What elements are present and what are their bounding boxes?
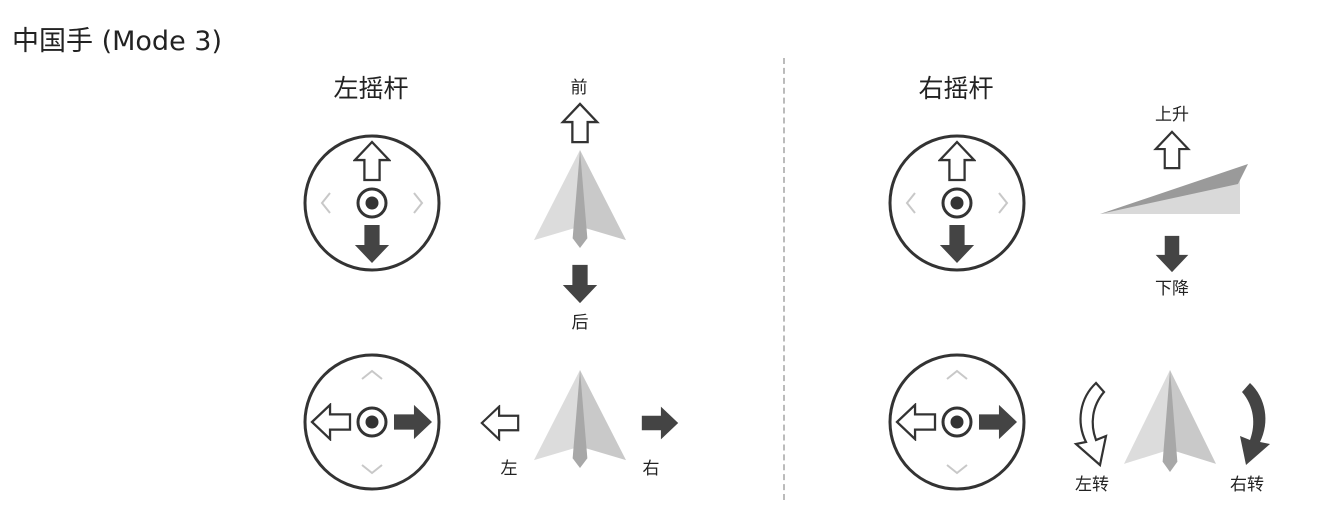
- backward-arrow-icon: [562, 264, 598, 304]
- right-label: 右: [642, 459, 660, 479]
- forward-label: 前: [570, 78, 588, 98]
- paper-plane-sideways-icon: [534, 370, 626, 468]
- move-right-arrow-icon: [641, 406, 679, 440]
- page-title: 中国手 (Mode 3): [12, 26, 222, 57]
- section-divider: [783, 58, 785, 500]
- forward-arrow-icon: [561, 102, 599, 144]
- paper-plane-forward-icon: [534, 150, 626, 248]
- paper-plane-side-view-icon: [1100, 164, 1248, 214]
- right-stick-title: 右摇杆: [918, 74, 994, 103]
- rotate-right-arrow-icon: [1240, 383, 1270, 465]
- left-label: 左: [500, 459, 518, 479]
- move-left-arrow-icon: [480, 405, 520, 441]
- turn-right-label: 右转: [1230, 475, 1264, 495]
- descend-arrow-icon: [1155, 235, 1189, 273]
- left-stick-title: 左摇杆: [333, 74, 409, 103]
- rotate-left-arrow-icon: [1073, 381, 1108, 468]
- turn-left-label: 左转: [1075, 475, 1109, 495]
- left-stick-horizontal-joystick-icon: [303, 353, 441, 491]
- left-stick-vertical-joystick-icon: [303, 134, 441, 272]
- descend-label: 下降: [1155, 279, 1189, 299]
- paper-plane-yaw-icon: [1124, 370, 1216, 472]
- backward-label: 后: [571, 313, 589, 333]
- right-stick-horizontal-joystick-icon: [888, 353, 1026, 491]
- ascend-label: 上升: [1155, 105, 1189, 125]
- right-stick-vertical-joystick-icon: [888, 134, 1026, 272]
